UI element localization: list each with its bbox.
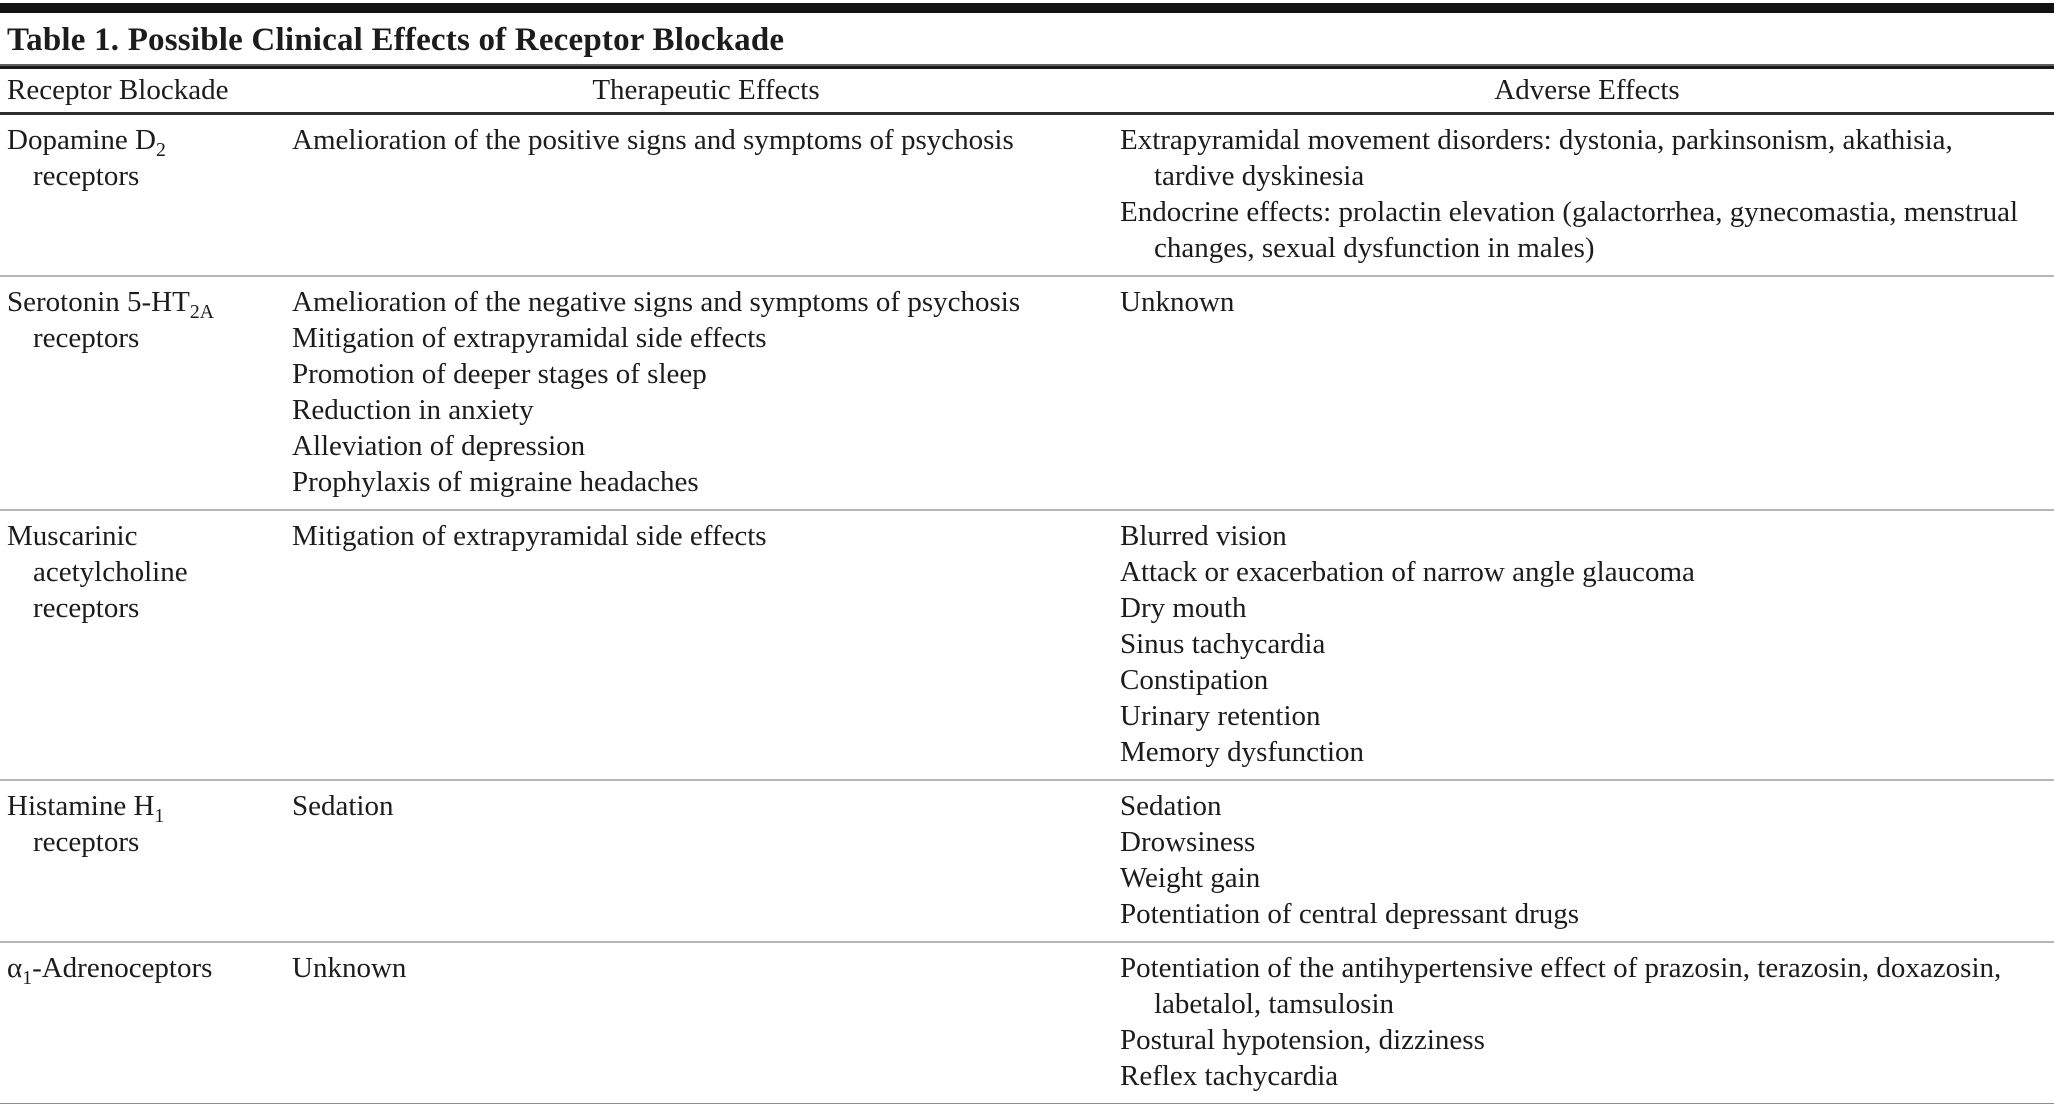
therapeutic-effect-item: Sedation	[292, 790, 394, 822]
therapeutic-effect-item: Reduction in anxiety	[292, 394, 534, 426]
header-row: Receptor Blockade Therapeutic Effects Ad…	[0, 69, 2054, 114]
receptor-name-line: Histamine H1	[7, 790, 165, 827]
receptor-effects-table: Receptor Blockade Therapeutic Effects Ad…	[0, 69, 2054, 1103]
adverse-effects-cell: Potentiation of the antihypertensive eff…	[1120, 942, 2054, 1103]
therapeutic-effects-cell: Amelioration of the negative signs and s…	[292, 276, 1120, 510]
receptor-name-line: Dopamine D2	[7, 124, 166, 161]
table-title: Table 1. Possible Clinical Effects of Re…	[7, 22, 785, 58]
adverse-effect-item: Dry mouth	[1120, 592, 1247, 624]
receptor-subscript: 2A	[189, 300, 214, 323]
adverse-effect-item: Reflex tachycardia	[1120, 1060, 1339, 1092]
receptor-name-line: receptors	[33, 160, 140, 192]
therapeutic-effect-item: Amelioration of the negative signs and s…	[292, 286, 1021, 318]
receptor-name-line: receptors	[33, 826, 140, 858]
table-row: α1-Adrenoceptors Unknown Potentiation of t…	[0, 942, 2054, 1103]
adverse-effect-item: Extrapyramidal movement disorders: dysto…	[1120, 124, 1953, 192]
adverse-effect-item: Urinary retention	[1120, 700, 1321, 732]
adverse-effects-cell: Extrapyramidal movement disorders: dysto…	[1120, 114, 2054, 277]
adverse-effect-item: Sedation	[1120, 790, 1222, 822]
therapeutic-effect-item: Unknown	[292, 952, 407, 984]
adverse-effect-item: Endocrine effects: prolactin elevation (…	[1120, 196, 2019, 264]
therapeutic-effect-item: Promotion of deeper stages of sleep	[292, 358, 707, 390]
therapeutic-effect-item: Mitigation of extrapyramidal side effect…	[292, 520, 767, 552]
receptor-subscript: 2	[156, 138, 166, 161]
adverse-effect-item: Potentiation of central depressant drugs	[1120, 898, 1580, 930]
title-divider-rule	[0, 64, 2054, 69]
adverse-effect-item: Drowsiness	[1120, 826, 1256, 858]
adverse-effect-item: Memory dysfunction	[1120, 736, 1365, 768]
column-header-adverse-effects: Adverse Effects	[1494, 74, 1680, 106]
receptor-subscript: 1	[154, 804, 165, 827]
therapeutic-effects-cell: Sedation	[292, 780, 1120, 942]
adverse-effect-item: Potentiation of the antihypertensive eff…	[1120, 952, 2002, 1020]
therapeutic-effect-item: Amelioration of the positive signs and s…	[292, 124, 1014, 156]
receptor-blockade-cell: α1-Adrenoceptors	[0, 942, 292, 1103]
receptor-name-line: receptors	[33, 592, 140, 624]
adverse-effect-item: Unknown	[1120, 286, 1235, 318]
therapeutic-effect-item: Prophylaxis of migraine headaches	[292, 466, 699, 498]
therapeutic-effect-item: Alleviation of depression	[292, 430, 586, 462]
therapeutic-effects-cell: Mitigation of extrapyramidal side effect…	[292, 510, 1120, 780]
receptor-name-line: α1-Adrenoceptors	[7, 952, 213, 989]
table-figure: Table 1. Possible Clinical Effects of Re…	[0, 3, 2054, 1104]
column-header-receptor-blockade: Receptor Blockade	[7, 74, 229, 106]
receptor-name-line: Serotonin 5-HT2A	[7, 286, 214, 323]
therapeutic-effects-cell: Amelioration of the positive signs and s…	[292, 114, 1120, 277]
adverse-effect-item: Postural hypotension, dizziness	[1120, 1024, 1485, 1056]
top-rule-bar	[0, 3, 2054, 13]
column-header-therapeutic-effects: Therapeutic Effects	[592, 74, 820, 106]
adverse-effect-item: Attack or exacerbation of narrow angle g…	[1120, 556, 1695, 588]
adverse-effect-item: Sinus tachycardia	[1120, 628, 1326, 660]
adverse-effect-item: Blurred vision	[1120, 520, 1287, 552]
therapeutic-effects-cell: Unknown	[292, 942, 1120, 1103]
receptor-name-line: receptors	[33, 322, 140, 354]
adverse-effect-item: Weight gain	[1120, 862, 1261, 894]
adverse-effects-cell: Unknown	[1120, 276, 2054, 510]
receptor-name-line: acetylcholine	[33, 556, 188, 588]
receptor-subscript: 1	[22, 966, 33, 989]
therapeutic-effect-item: Mitigation of extrapyramidal side effect…	[292, 322, 767, 354]
receptor-name-line: Muscarinic	[7, 520, 138, 552]
table-row: Muscarinic acetylcholine receptors Mitigati…	[0, 510, 2054, 780]
receptor-blockade-cell: Muscarinic acetylcholine receptors	[0, 510, 292, 780]
adverse-effect-item: Constipation	[1120, 664, 1269, 696]
